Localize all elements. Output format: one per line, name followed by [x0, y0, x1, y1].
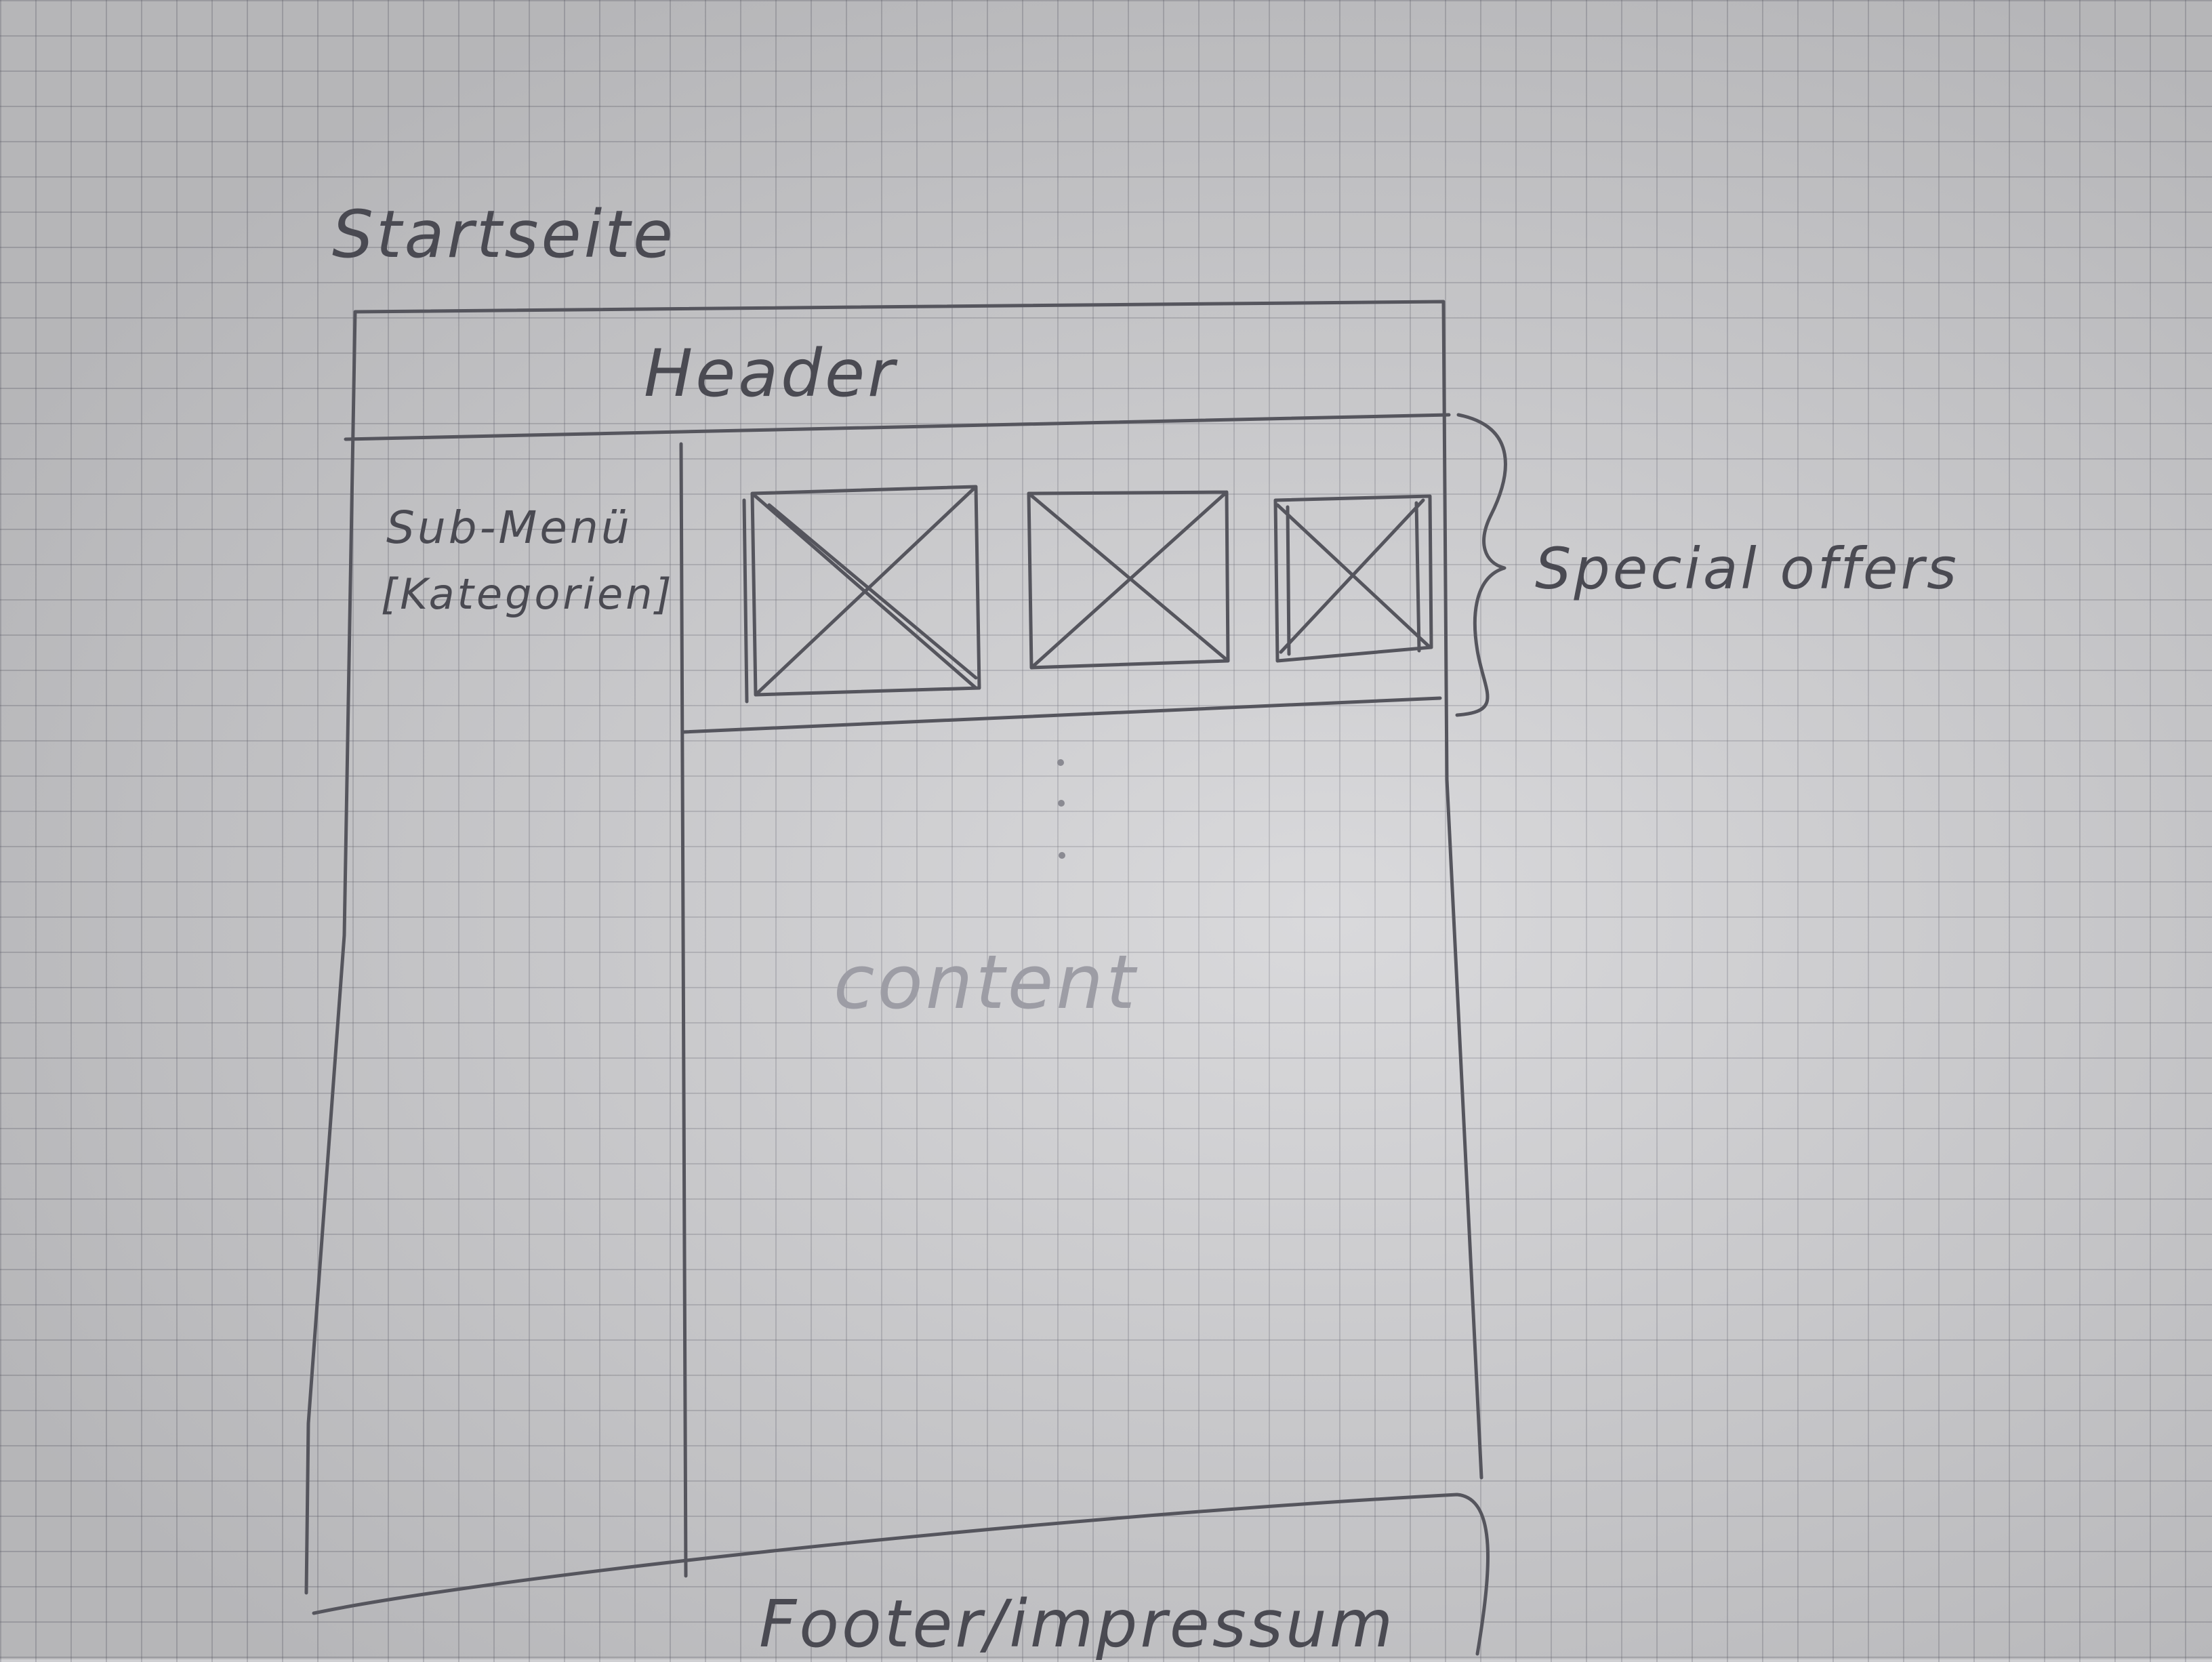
- sidebar-divider: [679, 442, 688, 1578]
- offer-image-3: [1273, 494, 1433, 663]
- header-label: Header: [644, 336, 897, 411]
- footer-frame: [312, 1493, 1490, 1656]
- special-offers-label: Special offers: [1535, 535, 1959, 602]
- content-label: content: [834, 939, 1139, 1026]
- submenu-label: Sub-Menü: [386, 502, 632, 554]
- page-frame: [304, 300, 1483, 1595]
- offer-image-1: [742, 485, 981, 704]
- footer-label: Footer/impressum: [759, 1586, 1396, 1662]
- page-title: Startseite: [332, 197, 676, 272]
- offer-image-2: [1027, 490, 1230, 670]
- offers-divider: [681, 696, 1442, 734]
- submenu-categories-label: [Kategorien]: [381, 569, 674, 619]
- content-continuation-dots: [1057, 759, 1065, 859]
- special-offers-brace: [1455, 413, 1507, 717]
- header-divider: [344, 413, 1451, 441]
